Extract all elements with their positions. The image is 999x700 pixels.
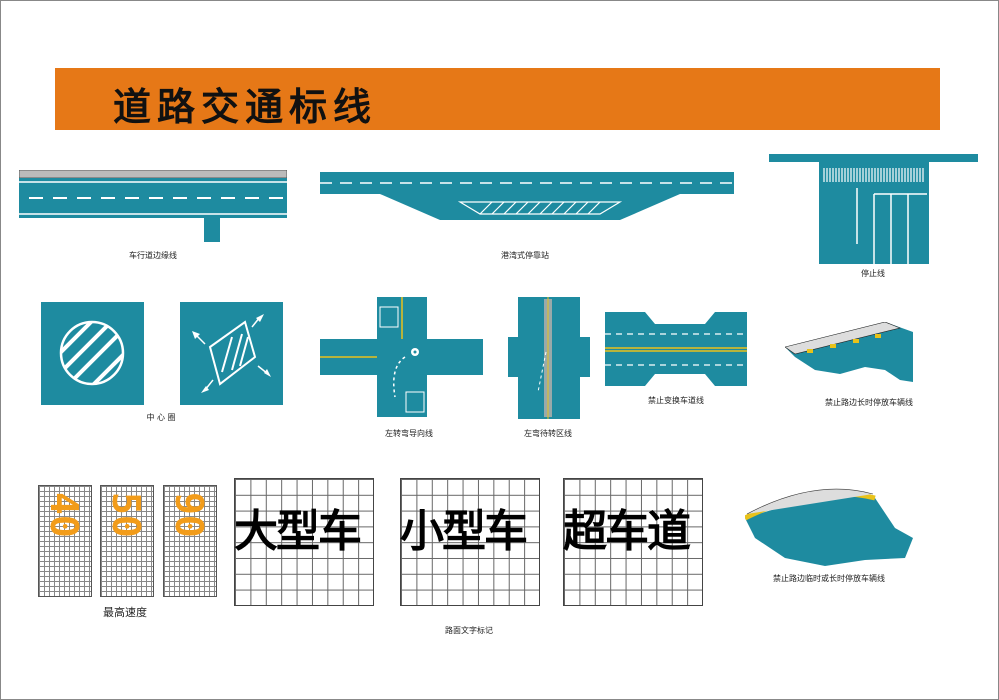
speed-value-1: 40 bbox=[42, 492, 86, 538]
page-title: 道路交通标线 bbox=[113, 85, 378, 129]
caption-left-turn-wait: 左弯待转区线 bbox=[524, 429, 572, 438]
center-circle-diagram-1 bbox=[41, 302, 144, 405]
speed-value-3: 90 bbox=[167, 492, 211, 538]
caption-center-circle: 中 心 圈 bbox=[146, 413, 176, 422]
caption-harbor-stop: 港湾式停靠站 bbox=[501, 251, 549, 260]
speed-value-2: 50 bbox=[104, 492, 148, 538]
no-parking-diagram bbox=[745, 488, 913, 566]
center-circle-diagram-2 bbox=[180, 302, 283, 405]
title-banner bbox=[55, 68, 940, 130]
harbor-stop-diagram bbox=[320, 172, 734, 220]
caption-max-speed: 最高速度 bbox=[103, 606, 147, 619]
no-lane-change-diagram bbox=[605, 312, 747, 386]
caption-stop-line: 停止线 bbox=[861, 269, 885, 278]
edge-line-diagram bbox=[19, 170, 287, 242]
road-word-grid-3 bbox=[563, 478, 703, 606]
caption-no-parking: 禁止路边临时或长时停放车辆线 bbox=[773, 574, 885, 583]
speed-marking-2 bbox=[100, 485, 154, 597]
caption-no-long-parking: 禁止路边长时停放车辆线 bbox=[825, 398, 913, 407]
road-word-grid-2 bbox=[400, 478, 540, 606]
stop-line-diagram bbox=[769, 154, 978, 264]
caption-road-text: 路面文字标记 bbox=[445, 626, 493, 635]
speed-marking-3 bbox=[163, 485, 217, 597]
left-turn-wait-diagram bbox=[508, 297, 590, 419]
road-word-3: 超车道 bbox=[563, 506, 691, 557]
caption-edge-line: 车行道边缘线 bbox=[129, 251, 177, 260]
speed-marking-1 bbox=[38, 485, 92, 597]
road-word-2: 小型车 bbox=[400, 506, 528, 557]
left-turn-guide-diagram bbox=[320, 297, 483, 417]
caption-no-lane-change: 禁止变换车道线 bbox=[648, 396, 704, 405]
road-word-1: 大型车 bbox=[234, 506, 362, 557]
no-long-parking-diagram bbox=[785, 322, 913, 382]
road-word-grid-1 bbox=[234, 478, 374, 606]
caption-left-turn-guide: 左转弯导向线 bbox=[385, 429, 433, 438]
